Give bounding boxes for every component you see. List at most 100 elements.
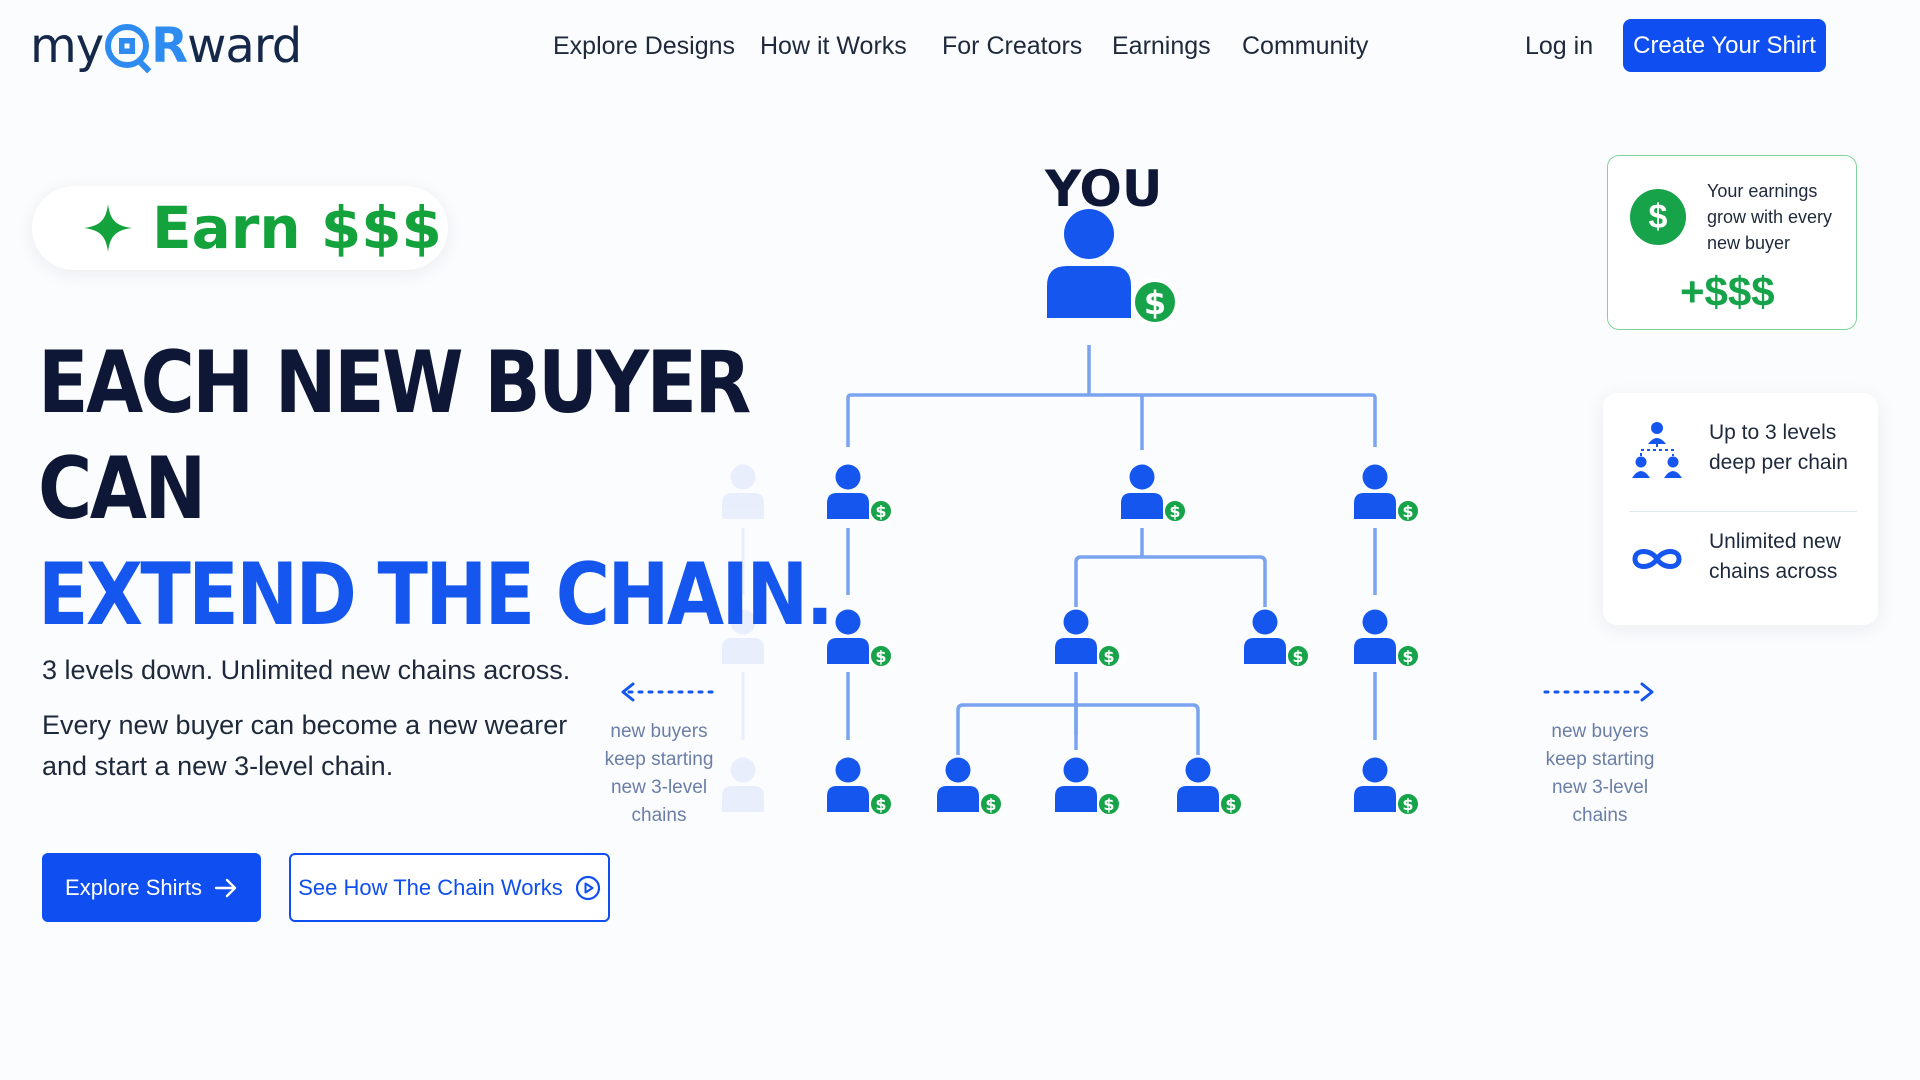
level1-node-left: $ bbox=[827, 464, 893, 523]
nav-link-how-it-works[interactable]: How it Works bbox=[760, 32, 907, 60]
you-node: $ bbox=[1047, 209, 1179, 326]
person-body-icon bbox=[1354, 638, 1396, 664]
chain-connector bbox=[1074, 555, 1267, 607]
dollar-badge-text: $ bbox=[875, 647, 886, 666]
nav-link-community[interactable]: Community bbox=[1242, 32, 1369, 60]
level2-node: $ bbox=[1244, 609, 1310, 668]
hero-headline: EACH NEW BUYER CAN EXTEND THE CHAIN. bbox=[38, 330, 834, 648]
person-body-icon bbox=[1121, 493, 1163, 519]
ghost-node bbox=[722, 757, 764, 812]
headline-line-2: CAN bbox=[38, 439, 206, 539]
left-note: new buyers keep starting new 3-level cha… bbox=[604, 721, 714, 826]
dollar-badge-icon bbox=[1097, 644, 1121, 668]
levels-row: Up to 3 levels deep per chain bbox=[1603, 408, 1878, 503]
person-body-icon bbox=[827, 493, 869, 519]
headline-line-3: EXTEND THE CHAIN. bbox=[38, 545, 834, 645]
create-shirt-button[interactable]: Create Your Shirt bbox=[1623, 19, 1826, 72]
level2-node: $ bbox=[827, 609, 893, 668]
site-logo[interactable]: my R ward bbox=[30, 18, 302, 74]
person-head-icon bbox=[1362, 609, 1388, 635]
dollar-badge-icon bbox=[1396, 644, 1420, 668]
level3-node: $ bbox=[937, 757, 1003, 816]
dollar-badge-text: $ bbox=[1103, 795, 1114, 814]
person-body-icon bbox=[1047, 266, 1131, 318]
person-head-icon bbox=[835, 609, 861, 635]
dollar-badge-text: $ bbox=[985, 795, 996, 814]
person-head-icon bbox=[1063, 609, 1089, 635]
person-head-icon bbox=[1362, 464, 1388, 490]
level3-node: $ bbox=[1354, 757, 1420, 816]
person-body-icon bbox=[1244, 638, 1286, 664]
sparkle-icon bbox=[84, 204, 132, 252]
nav-link-for-creators[interactable]: For Creators bbox=[942, 32, 1083, 60]
infinity-icon bbox=[1632, 549, 1682, 569]
hero-description: Every new buyer can become a new wearer … bbox=[42, 710, 568, 781]
dollar-badge-text: $ bbox=[1402, 647, 1413, 666]
dollar-badge-icon bbox=[1131, 278, 1179, 326]
dollar-badge-icon bbox=[1396, 499, 1420, 523]
earnings-card-text: Your earnings grow with every new buyer bbox=[1707, 181, 1833, 253]
dollar-badge-icon bbox=[1286, 644, 1310, 668]
person-body-icon bbox=[937, 786, 979, 812]
dollar-badge-text: $ bbox=[1225, 795, 1236, 814]
level2-node: $ bbox=[1354, 609, 1420, 668]
person-head-icon bbox=[1063, 757, 1089, 783]
arrow-left-icon bbox=[621, 682, 635, 702]
dollar-badge-icon bbox=[1097, 792, 1121, 816]
logo-text-my: my bbox=[30, 18, 104, 74]
diagram-you-label: YOU bbox=[1045, 160, 1163, 218]
chain-connector bbox=[956, 703, 1200, 755]
dollar-badge-text: $ bbox=[875, 502, 886, 521]
person-body-icon bbox=[1055, 786, 1097, 812]
dollar-badge-text: $ bbox=[1169, 502, 1180, 521]
dollar-badge-icon bbox=[1163, 499, 1187, 523]
dollar-badge-text: $ bbox=[1292, 647, 1303, 666]
right-note: new buyers keep starting new 3-level cha… bbox=[1545, 721, 1655, 826]
person-body-icon bbox=[827, 786, 869, 812]
dollar-badge-text: $ bbox=[875, 795, 886, 814]
main-nav: Explore Designs How it Works For Creator… bbox=[0, 26, 1920, 66]
person-body-icon bbox=[722, 786, 764, 812]
arrow-right-icon bbox=[1640, 682, 1654, 702]
earnings-card: $ Your earnings grow with every new buye… bbox=[1607, 155, 1857, 330]
earn-badge: Earn $$$ bbox=[32, 186, 448, 270]
level3-node: $ bbox=[1177, 757, 1243, 816]
dollar-badge-icon bbox=[1396, 792, 1420, 816]
dollar-badge-text: $ bbox=[1144, 284, 1166, 322]
level3-node: $ bbox=[827, 757, 893, 816]
person-body-icon bbox=[1354, 493, 1396, 519]
dollar-badge-icon bbox=[869, 644, 893, 668]
levels-text: Up to 3 levels deep per chain bbox=[1709, 421, 1848, 474]
person-body-icon bbox=[1177, 786, 1219, 812]
headline-line-1: EACH NEW BUYER bbox=[38, 333, 751, 433]
chains-row: Unlimited new chains across bbox=[1603, 517, 1878, 612]
level1-node-center: $ bbox=[1121, 464, 1187, 523]
person-head-icon bbox=[1129, 464, 1155, 490]
qr-icon bbox=[105, 24, 150, 68]
person-body-icon bbox=[827, 638, 869, 664]
dollar-coin-icon: $ bbox=[1630, 189, 1686, 245]
chains-text: Unlimited new chains across bbox=[1709, 530, 1841, 583]
dollar-badge-text: $ bbox=[1402, 502, 1413, 521]
person-head-icon bbox=[835, 464, 861, 490]
nav-link-explore-designs[interactable]: Explore Designs bbox=[553, 32, 736, 60]
dollar-badge-icon bbox=[979, 792, 1003, 816]
person-head-icon bbox=[730, 757, 756, 783]
person-head-icon bbox=[1362, 757, 1388, 783]
level1-node-right: $ bbox=[1354, 464, 1420, 523]
dollar-badge-icon bbox=[869, 499, 893, 523]
earnings-card-amount: +$$$ bbox=[1680, 268, 1775, 315]
person-head-icon bbox=[1185, 757, 1211, 783]
see-how-chain-works-button[interactable]: See How The Chain Works bbox=[289, 853, 610, 922]
arrow-right-icon bbox=[214, 878, 237, 897]
login-link[interactable]: Log in bbox=[1525, 32, 1594, 60]
chain-connector bbox=[846, 393, 1377, 447]
logo-text-ward: ward bbox=[187, 18, 302, 74]
nav-link-earnings[interactable]: Earnings bbox=[1112, 32, 1211, 60]
dollar-badge-text: $ bbox=[1103, 647, 1114, 666]
explore-shirts-button[interactable]: Explore Shirts bbox=[42, 853, 261, 922]
card-divider bbox=[1629, 511, 1857, 512]
person-head-icon bbox=[835, 757, 861, 783]
play-circle-icon bbox=[575, 875, 600, 900]
dollar-badge-icon bbox=[1219, 792, 1243, 816]
